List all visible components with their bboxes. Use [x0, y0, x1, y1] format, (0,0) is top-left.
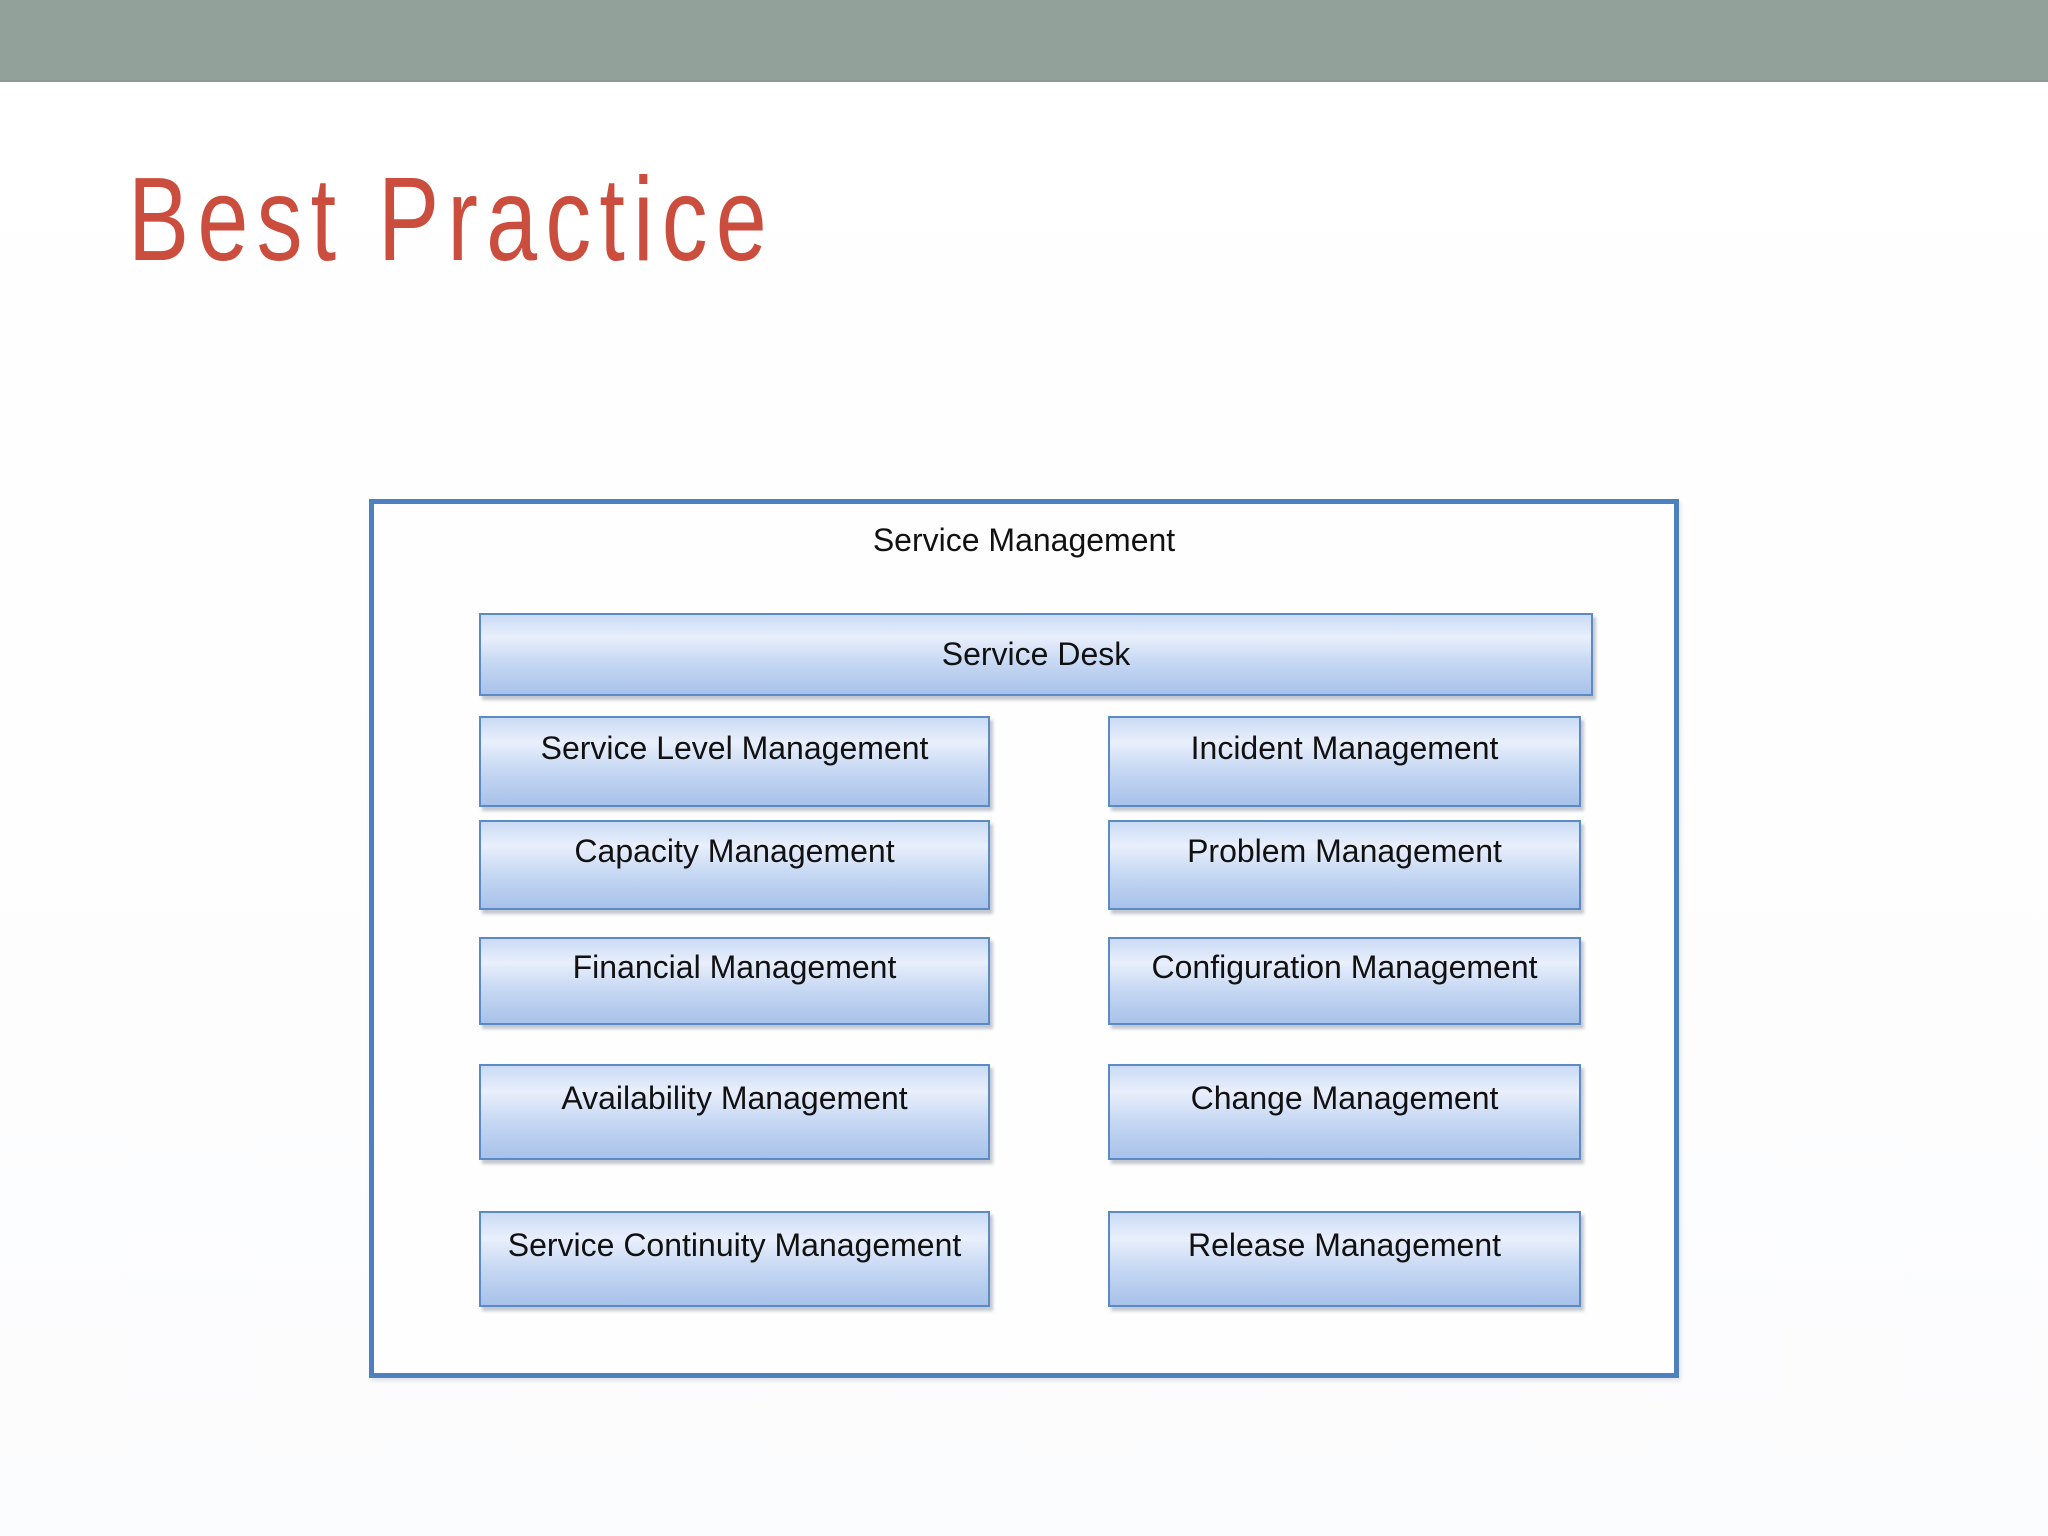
financial-management-box: Financial Management	[479, 937, 990, 1025]
incident-management-box: Incident Management	[1108, 716, 1581, 807]
service-management-label: Service Management	[872, 522, 1176, 558]
service-continuity-management-box: Service Continuity Management	[479, 1211, 990, 1307]
problem-management-box: Problem Management	[1108, 820, 1581, 910]
configuration-management-box: Configuration Management	[1108, 937, 1581, 1025]
change-management-box: Change Management	[1108, 1064, 1581, 1160]
capacity-management-box: Capacity Management	[479, 820, 990, 910]
release-management-box: Release Management	[1108, 1211, 1581, 1307]
service-level-management-box: Service Level Management	[479, 716, 990, 807]
slide-title: Best Practice	[128, 153, 776, 286]
slide-header-bar	[0, 0, 2048, 82]
service-desk-box: Service Desk	[479, 613, 1593, 696]
service-management-container: Service Management Service Desk Service …	[369, 499, 1679, 1378]
availability-management-box: Availability Management	[479, 1064, 990, 1160]
